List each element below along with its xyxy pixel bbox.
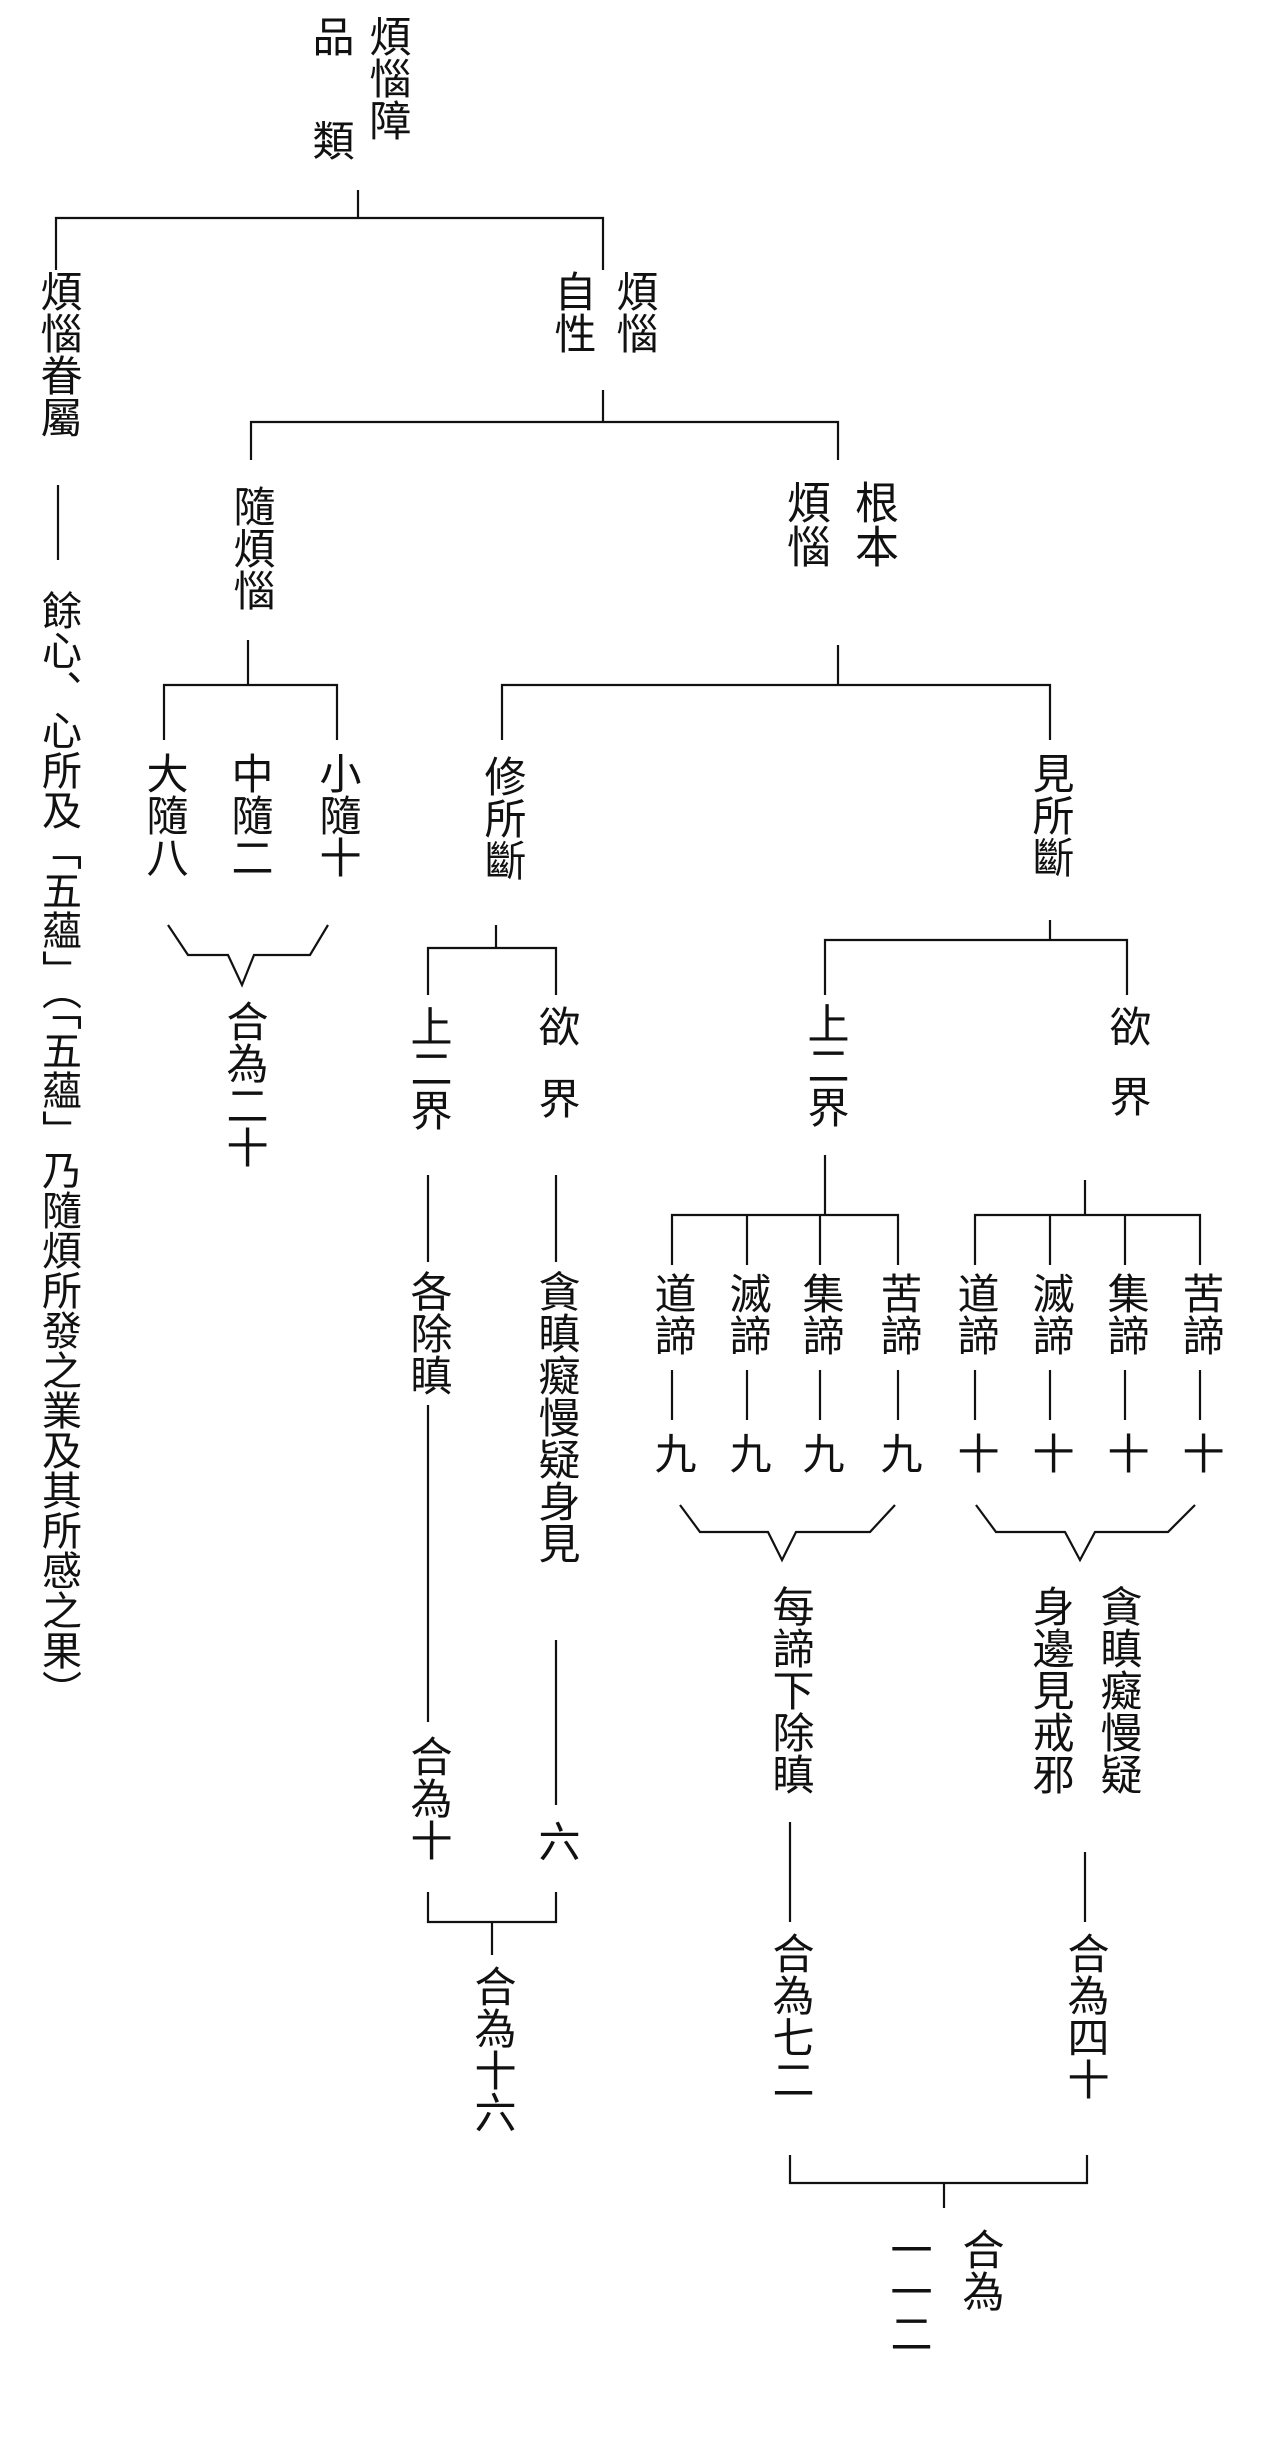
label-desire-truth-cessation: 滅諦 [1026, 1272, 1075, 1356]
label-desire-truth-origin: 集諦 [1101, 1272, 1150, 1356]
bracket-seeing-desire [975, 1504, 1196, 1563]
label-seeing-desire-total: 合為四十 [1061, 1932, 1110, 2100]
label-upper-truth-origin: 集諦 [796, 1272, 845, 1356]
label-affliction-nature-col2: 自性 [548, 270, 597, 354]
label-upper-count-path: 九 [648, 1432, 697, 1474]
label-grand-total-col2: 一一二 [884, 2228, 933, 2354]
connector-self-to-branches [249, 390, 840, 460]
label-seeing-desire-list-col1: 貪瞋癡慢疑 [1094, 1585, 1143, 1795]
connector-secondary-to-kinds [162, 640, 339, 740]
label-grand-total-col1: 合為 [956, 2228, 1005, 2312]
label-upper-count-origin: 九 [796, 1432, 845, 1474]
label-upper-truth-cessation: 滅諦 [723, 1272, 772, 1356]
label-major-secondary: 大隨八 [140, 752, 189, 878]
label-cult-desire-realm: 欲界 [532, 1005, 581, 1149]
label-cult-upper-realms: 上二界 [404, 1005, 453, 1131]
label-cult-desire-list: 貪瞋癡慢疑身見 [532, 1270, 581, 1564]
label-upper-truth-path: 道諦 [648, 1272, 697, 1356]
label-secondary-total: 合為二十 [220, 1000, 269, 1168]
connector-cultivation-to-realms [426, 925, 558, 995]
connector-root-to-level1 [54, 190, 605, 270]
bracket-seeing-upper [679, 1504, 896, 1563]
title-categories: 品類 [306, 15, 355, 223]
label-seeing-desire-realm: 欲界 [1103, 1005, 1152, 1145]
label-middle-secondary: 中隨二 [225, 752, 274, 878]
connector-seeing-upper-to-truths [670, 1155, 900, 1265]
connector-grand-total [788, 2155, 1089, 2208]
label-desire-truth-path: 道諦 [951, 1272, 1000, 1356]
label-desire-truth-suffering: 苦諦 [1176, 1272, 1225, 1356]
label-root-col2: 煩惱 [779, 480, 830, 568]
label-cult-desire-count: 六 [532, 1820, 581, 1862]
label-seeing-upper-realms: 上二界 [801, 1002, 850, 1128]
connector-cultivation-total [426, 1892, 558, 1955]
label-secondary-afflictions: 隨煩惱 [227, 485, 276, 611]
connector-root-to-cut [500, 645, 1052, 740]
label-desire-count-cessation: 十 [1026, 1432, 1075, 1474]
title-afflictive-obscuration: 煩惱障 [363, 15, 412, 141]
bracket-secondary-total [167, 924, 329, 988]
label-affliction-attendants: 煩惱眷屬 [34, 270, 83, 438]
label-desire-count-origin: 十 [1101, 1432, 1150, 1474]
label-cult-upper-total: 合為十 [404, 1735, 453, 1861]
label-seeing-upper-total: 合為七二 [766, 1932, 815, 2100]
connector-seeing-to-realms [823, 920, 1129, 995]
label-cultivation-total: 合為十六 [468, 1965, 517, 2133]
label-seeing-abandoned: 見所斷 [1026, 752, 1075, 878]
label-desire-count-path: 十 [951, 1432, 1000, 1474]
label-seeing-upper-note: 每諦下除瞋 [766, 1585, 815, 1795]
label-cult-upper-note: 各除瞋 [404, 1270, 453, 1396]
label-desire-count-suffering: 十 [1176, 1432, 1225, 1474]
label-minor-secondary: 小隨十 [313, 752, 362, 878]
label-root-col1: 根本 [847, 480, 898, 568]
label-attendant-description: 餘心、心所及「五蘊」（「五蘊」乃隨煩所發之業及其所感之果） [35, 590, 81, 1710]
label-affliction-nature-col1: 煩惱 [610, 270, 659, 354]
label-upper-count-cessation: 九 [723, 1432, 772, 1474]
label-cultivation-abandoned: 修所斷 [478, 755, 527, 881]
label-upper-count-suffering: 九 [874, 1432, 923, 1474]
label-seeing-desire-list-col2: 身邊見戒邪 [1026, 1585, 1075, 1795]
connector-seeing-desire-to-truths [973, 1180, 1202, 1265]
label-upper-truth-suffering: 苦諦 [874, 1272, 923, 1356]
